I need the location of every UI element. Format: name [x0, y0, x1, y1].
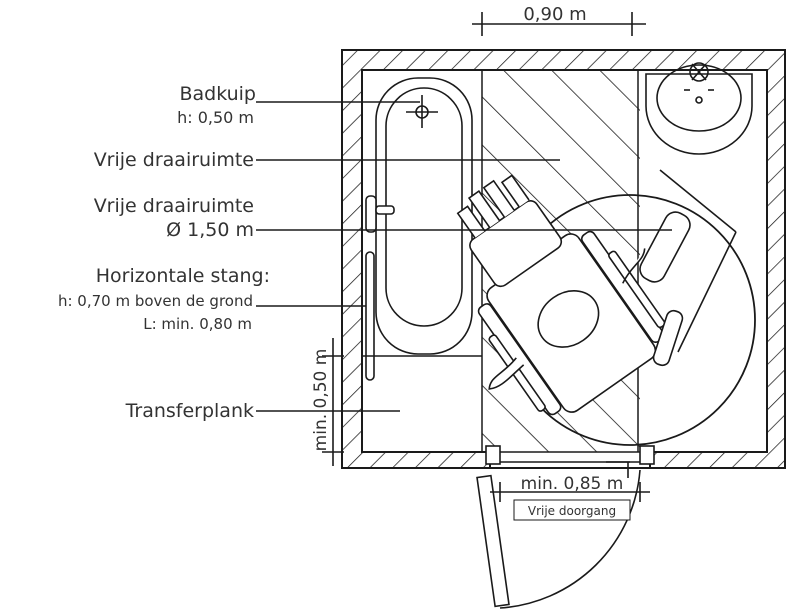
grab-bar — [365, 251, 375, 381]
dimension-vertical-label: min. 0,50 m — [311, 349, 331, 452]
bathtub-drain-icon — [406, 95, 438, 128]
dimension-door-label: min. 0,85 m — [521, 474, 624, 494]
washbasin — [645, 62, 753, 155]
label-badkuip: Badkuip — [179, 83, 256, 105]
label-grab-bar: Horizontale stang: — [96, 265, 270, 287]
label-transfer-board: Transferplank — [125, 400, 254, 422]
door-label: Vrije doorgang — [528, 504, 616, 518]
label-grab-bar-height: h: 0,70 m boven de grond — [58, 292, 253, 310]
door-label-box — [513, 499, 631, 521]
shower-tap-icon — [365, 195, 395, 233]
dimension-door — [490, 482, 650, 502]
dimension-top — [472, 12, 646, 36]
label-grab-bar-length: L: min. 0,80 m — [143, 315, 252, 333]
label-badkuip-height: h: 0,50 m — [177, 108, 254, 127]
wheelchair-icon — [456, 169, 737, 416]
label-turning-space-2: Vrije draairuimte — [94, 195, 254, 217]
dimension-vertical — [322, 338, 344, 466]
dimension-top-label: 0,90 m — [523, 4, 586, 25]
label-turning-space: Vrije draairuimte — [94, 149, 254, 171]
leader-lines — [256, 101, 672, 412]
label-turning-diameter: Ø 1,50 m — [166, 219, 254, 241]
door — [476, 445, 655, 609]
